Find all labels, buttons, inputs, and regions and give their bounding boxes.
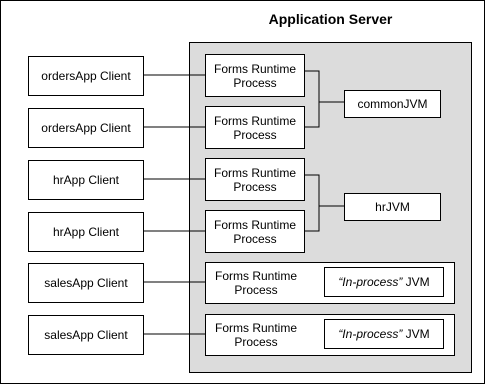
application-server-title: Application Server: [268, 11, 393, 27]
process-label-line1: Forms Runtime: [213, 61, 296, 76]
inprocess-jvm-suffix: JVM: [402, 327, 430, 341]
process-label-line2: Process: [234, 283, 278, 297]
client-orders-1: ordersApp Client: [28, 56, 144, 96]
process-label-line2: Process: [233, 127, 277, 142]
process-label-line1: Forms Runtime: [213, 217, 296, 232]
client-sales-2: salesApp Client: [28, 315, 144, 355]
process-label-line2: Process: [233, 75, 277, 90]
process-label-line1: Forms Runtime: [213, 165, 296, 180]
inprocess-jvm-prefix: “In-process”: [338, 275, 403, 289]
process-label-line1: Forms Runtime: [214, 321, 297, 335]
process-label-line1: Forms Runtime: [213, 113, 296, 128]
hr-jvm: hrJVM: [344, 193, 441, 221]
inprocess-jvm-prefix: “In-process”: [338, 327, 403, 341]
bracket-hr: [305, 174, 320, 232]
process-label-line2: Process: [234, 335, 278, 349]
process-label-line1: Forms Runtime: [214, 269, 297, 283]
process-label-line2: Process: [233, 231, 277, 246]
client-orders-2: ordersApp Client: [28, 108, 144, 148]
client-sales-1: salesApp Client: [28, 263, 144, 303]
client-hr-2: hrApp Client: [28, 212, 144, 252]
inprocess-jvm: “In-process” JVM: [324, 267, 444, 297]
client-hr-1: hrApp Client: [28, 160, 144, 200]
inprocess-jvm-suffix: JVM: [402, 275, 430, 289]
process-label-line2: Process: [233, 179, 277, 194]
common-jvm: commonJVM: [344, 90, 441, 118]
inprocess-jvm: “In-process” JVM: [324, 319, 444, 349]
bracket-common: [305, 70, 320, 128]
